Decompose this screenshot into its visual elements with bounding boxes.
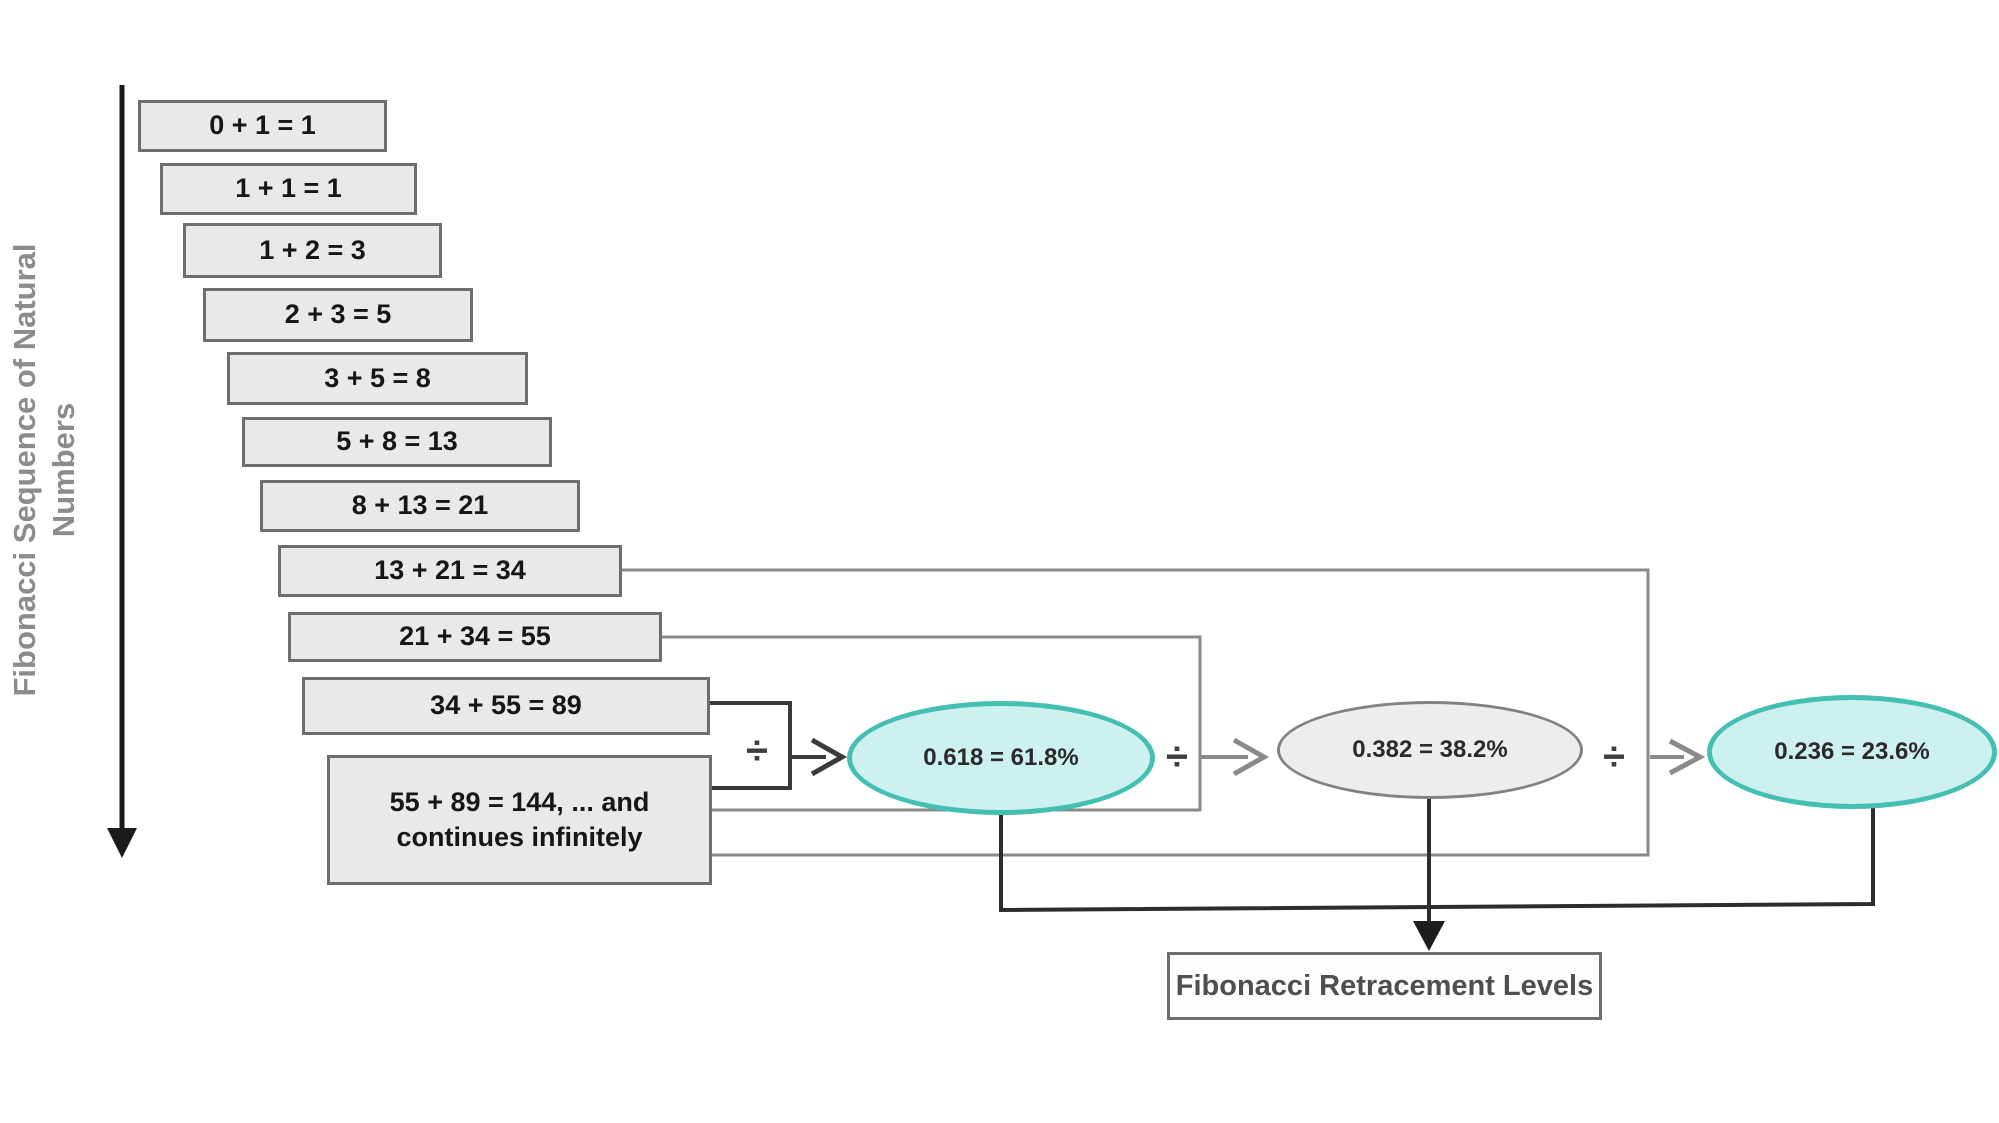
arrow-to-0382 (1200, 737, 1270, 777)
divide-icon: ÷ (1603, 735, 1625, 779)
sequence-box-9: 21 + 34 = 55 (288, 612, 662, 662)
arrow-to-0618 (790, 737, 848, 777)
result-box: Fibonacci Retracement Levels (1167, 952, 1602, 1020)
axis-label: Fibonacci Sequence of Natural Numbers (7, 243, 81, 697)
arrow-to-result (1413, 790, 1445, 951)
bracket-to-0618 (710, 701, 792, 790)
sequence-box-1: 0 + 1 = 1 (138, 100, 387, 152)
sequence-box-11: 55 + 89 = 144, ... and continues infinit… (327, 755, 712, 885)
arrow-to-0236 (1650, 738, 1706, 776)
sequence-box-3: 1 + 2 = 3 (183, 223, 442, 278)
ratio-ellipse-618: 0.618 = 61.8% (847, 701, 1155, 815)
sequence-box-8: 13 + 21 = 34 (278, 545, 622, 597)
elbow-0618-0236 (999, 798, 1875, 913)
sequence-box-4: 2 + 3 = 5 (203, 288, 473, 342)
divide-icon: ÷ (1166, 735, 1188, 779)
divide-icon: ÷ (746, 729, 768, 773)
sequence-box-7: 8 + 13 = 21 (260, 480, 580, 532)
sequence-box-2: 1 + 1 = 1 (160, 163, 417, 215)
sequence-box-10: 34 + 55 = 89 (302, 677, 710, 735)
axis-arrow (107, 85, 137, 858)
ratio-ellipse-236: 0.236 = 23.6% (1707, 695, 1997, 809)
ratio-ellipse-382: 0.382 = 38.2% (1277, 701, 1583, 799)
loop-to-0236 (622, 568, 1650, 857)
sequence-box-5: 3 + 5 = 8 (227, 352, 528, 405)
sequence-box-6: 5 + 8 = 13 (242, 417, 552, 467)
